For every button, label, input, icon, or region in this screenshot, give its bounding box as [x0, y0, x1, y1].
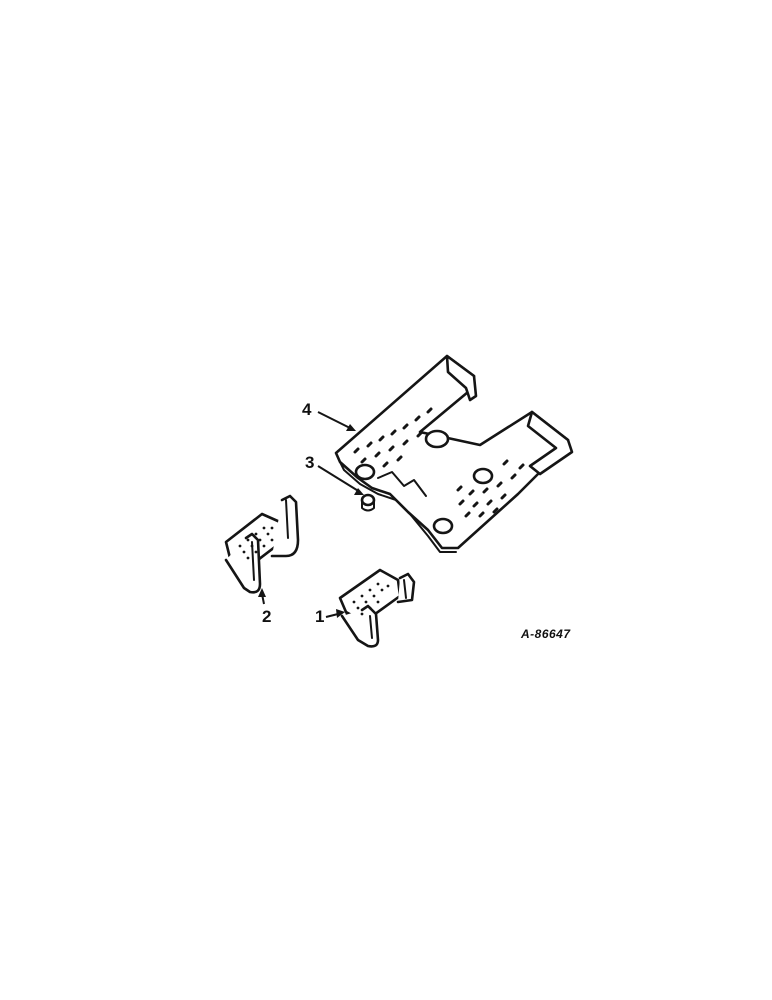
callout-3: 3	[305, 453, 315, 472]
leader-line-1	[325, 609, 345, 618]
platform-plate	[334, 354, 574, 553]
step-left-tread-dots	[238, 526, 274, 560]
callout-2: 2	[262, 607, 272, 626]
drawing-number: A-86647	[521, 627, 571, 641]
spacer-nut	[360, 493, 376, 512]
step-right	[338, 568, 416, 648]
step-left	[224, 494, 300, 594]
leader-line-4	[317, 411, 356, 431]
callout-4: 4	[302, 400, 312, 419]
step-right-tread-dots	[352, 582, 390, 616]
callout-1: 1	[315, 607, 325, 626]
leader-line-3	[317, 465, 364, 495]
leader-line-2	[258, 588, 266, 605]
tread-pattern	[353, 407, 525, 518]
